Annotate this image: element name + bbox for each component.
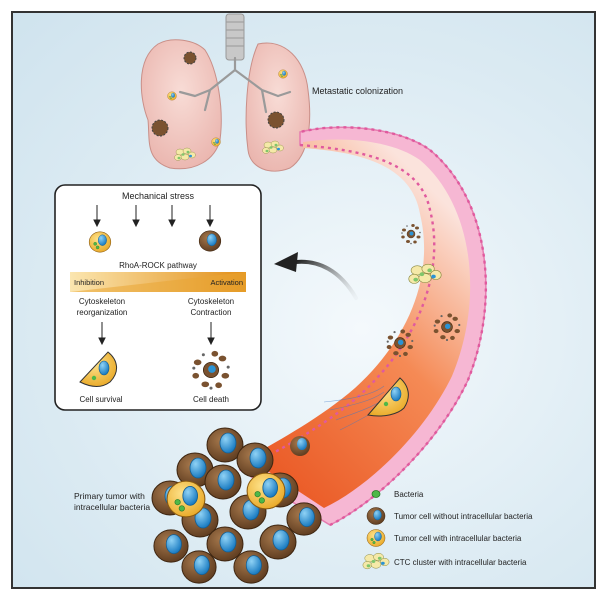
arrow-head (274, 252, 298, 272)
survival-cell (79, 351, 117, 387)
legend-bacteria-label: Bacteria (394, 490, 424, 499)
legend-ctc-label: CTC cluster with intracellular bacteria (394, 558, 527, 567)
inhibition-label: Inhibition (74, 278, 104, 287)
legend: Bacteria Tumor cell without intracellula… (362, 490, 533, 570)
right-effect-line1: Cytoskeleton (188, 297, 234, 306)
left-effect-line1: Cytoskeleton (79, 297, 125, 306)
inset-yellow-cell (88, 231, 112, 253)
legend-tumor-without-label: Tumor cell without intracellular bacteri… (394, 512, 533, 521)
legend-tumor-with-label: Tumor cell with intracellular bacteria (394, 534, 522, 543)
lung-metastasis (151, 51, 288, 161)
activation-label: Activation (210, 278, 243, 287)
vessel-ctcs (290, 223, 461, 456)
survival-label: Cell survival (79, 395, 122, 404)
lungs-illustration (140, 13, 311, 172)
primary-tumor-label-line2: intracellular bacteria (74, 502, 150, 512)
legend-tumor-with: Tumor cell with intracellular bacteria (366, 529, 522, 547)
migrating-cell (323, 377, 409, 431)
legend-ctc: CTC cluster with intracellular bacteria (362, 552, 527, 570)
pathway-label: RhoA-ROCK pathway (119, 261, 197, 270)
metastatic-label: Metastatic colonization (312, 86, 403, 96)
mechanism-inset: Mechanical stress RhoA-ROCK pathway Inhi… (54, 184, 262, 411)
inset-title: Mechanical stress (122, 191, 195, 201)
right-effect-line2: Contraction (191, 308, 232, 317)
blood-vessel (238, 126, 488, 527)
inset-brown-cell (198, 230, 222, 252)
left-effect-line2: reorganization (77, 308, 128, 317)
stress-arrows (93, 205, 214, 228)
curved-arrow (294, 259, 358, 300)
legend-bacteria: Bacteria (371, 490, 424, 499)
legend-tumor-without: Tumor cell without intracellular bacteri… (366, 507, 533, 525)
death-label: Cell death (193, 395, 229, 404)
primary-tumor-label-line1: Primary tumor with (74, 491, 145, 501)
